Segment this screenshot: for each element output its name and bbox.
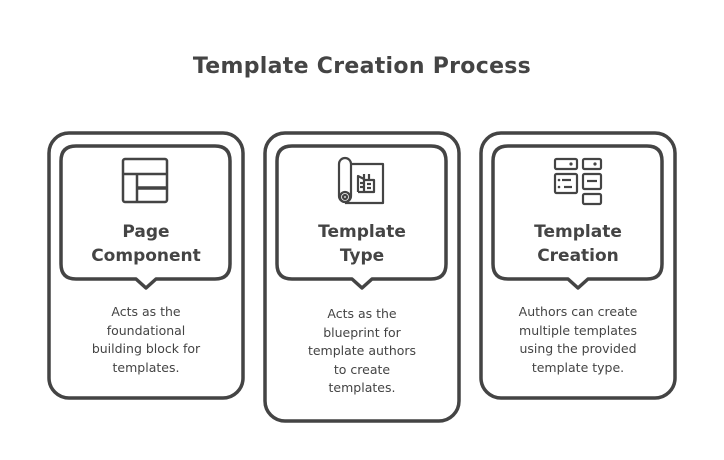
heading-line: Creation — [537, 246, 619, 266]
description-line: Acts as the — [327, 306, 397, 321]
card-description-page-component: Acts as the foundational building block … — [61, 303, 231, 377]
card-heading-template-type: Template Type — [277, 220, 447, 268]
heading-line: Type — [339, 246, 385, 266]
description-line: using the provided — [519, 341, 637, 356]
diagram-title: Template Creation Process — [192, 54, 532, 79]
card-inner-template-type — [275, 144, 448, 290]
blueprint-icon — [337, 156, 385, 205]
card-description-template-type: Acts as the blueprint for template autho… — [277, 305, 447, 398]
description-line: Acts as the — [111, 304, 181, 319]
description-line: building block for — [91, 341, 201, 356]
description-line: templates. — [328, 380, 396, 395]
card-heading-page-component: Page Component — [61, 220, 231, 268]
card-inner-page-component — [59, 144, 232, 290]
description-line: multiple templates — [519, 322, 637, 338]
description-line: blueprint for — [323, 324, 401, 340]
description-line: template authors — [307, 343, 417, 358]
card-inner-template-creation — [491, 144, 664, 290]
description-line: template type. — [531, 359, 625, 375]
description-line: foundational — [106, 322, 186, 338]
heading-line: Template — [534, 222, 622, 242]
card-heading-template-creation: Template Creation — [493, 220, 663, 268]
card-outer-template-type — [263, 131, 461, 423]
card-outer-template-creation — [479, 131, 677, 400]
heading-line: Page — [122, 222, 170, 242]
card-description-template-creation: Authors can create multiple templates us… — [493, 303, 663, 377]
heading-line: Template — [318, 222, 406, 242]
description-line: templates. — [112, 359, 180, 375]
page-layout-icon — [121, 157, 169, 204]
card-outer-page-component — [47, 131, 245, 400]
description-line: to create — [333, 361, 391, 377]
heading-line: Component — [91, 246, 201, 266]
description-line: Authors can create — [518, 304, 638, 319]
form-layout-icon — [553, 157, 603, 206]
